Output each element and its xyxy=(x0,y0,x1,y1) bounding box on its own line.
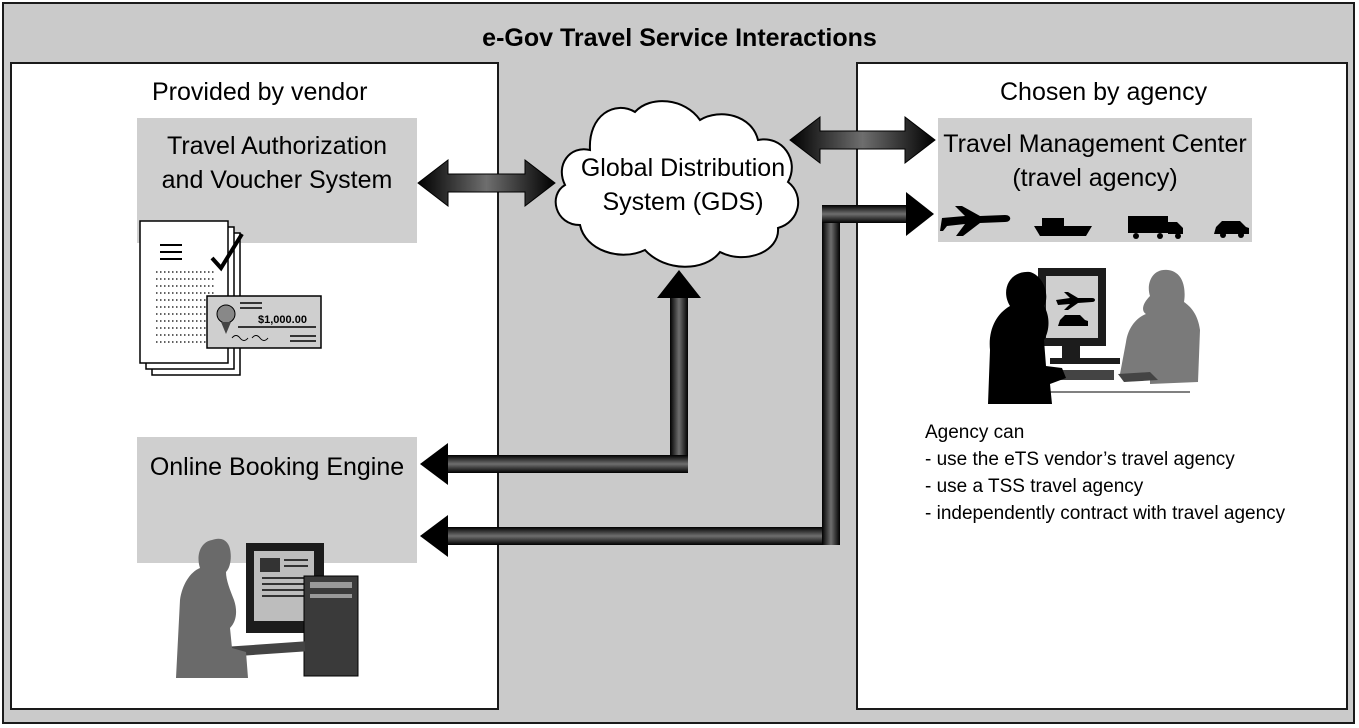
agency-note-item: - use the eTS vendor’s travel agency xyxy=(925,449,1235,470)
online-booking-box xyxy=(137,437,417,563)
diagram-title: e-Gov Travel Service Interactions xyxy=(482,24,877,52)
truck-icon xyxy=(1128,216,1183,239)
online-booking-label: Online Booking Engine xyxy=(149,453,405,481)
travel-agent-scene-icon xyxy=(988,268,1200,404)
airplane-icon xyxy=(940,206,1011,236)
booking-to-gds-arrow xyxy=(657,270,701,466)
car-icon xyxy=(1214,221,1249,238)
agency-heading: Chosen by agency xyxy=(1000,78,1208,106)
gds-line2: System (GDS) xyxy=(602,188,763,216)
agency-notes-heading: Agency can xyxy=(925,422,1025,443)
tmc-line1: Travel Management Center xyxy=(943,130,1247,158)
gds-to-booking-arrow xyxy=(420,443,688,485)
vendor-heading: Provided by vendor xyxy=(152,78,368,106)
booking-tmc-double-arrow xyxy=(420,192,934,557)
travel-management-center-label: Travel Management Center (travel agency) xyxy=(938,127,1252,195)
ship-icon xyxy=(1034,218,1092,236)
computer-user-icon xyxy=(176,538,359,678)
gds-line1: Global Distribution xyxy=(581,154,785,182)
tmc-line2: (travel agency) xyxy=(1012,164,1178,192)
travel-authorization-label: Travel Authorization and Voucher System xyxy=(137,129,417,197)
voucher-amount: $1,000.00 xyxy=(258,314,307,326)
voucher-documents-icon: $1,000.00 xyxy=(139,220,322,376)
travel-authorization-line1: Travel Authorization xyxy=(166,132,388,160)
agency-note-item: - independently contract with travel age… xyxy=(925,503,1286,524)
agency-notes: Agency can - use the eTS vendor’s travel… xyxy=(925,419,1285,527)
tavs-gds-double-arrow xyxy=(417,158,556,208)
gds-cloud: Global Distribution System (GDS) xyxy=(554,100,800,268)
travel-authorization-line2: and Voucher System xyxy=(161,166,393,194)
agency-note-item: - use a TSS travel agency xyxy=(925,476,1144,497)
gds-tmc-double-arrow xyxy=(789,115,936,165)
